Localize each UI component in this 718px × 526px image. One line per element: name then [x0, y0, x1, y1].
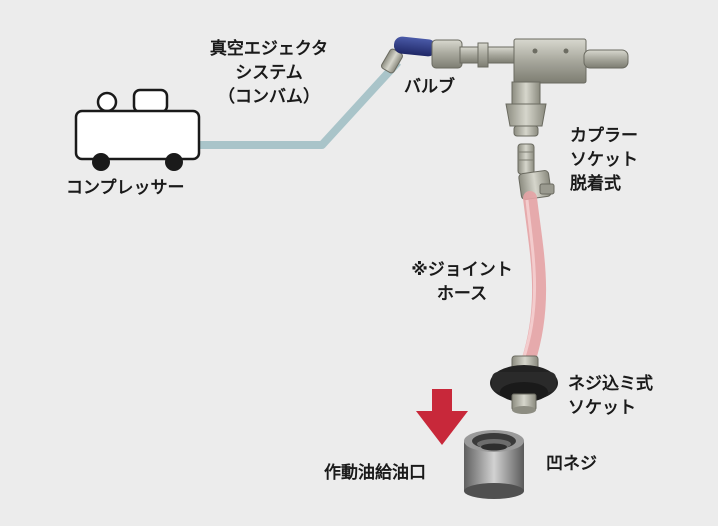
label-fill-port: 作動油給油口 [324, 463, 426, 483]
label-compressor: コンプレッサー [66, 178, 185, 198]
label-line: 脱着式 [570, 174, 621, 194]
label-line: ソケット [570, 150, 638, 170]
label-line: ネジ込ミ式 [568, 374, 653, 394]
down-arrow-icon [416, 389, 468, 445]
screw-socket-icon [490, 355, 558, 414]
compressor-icon [74, 88, 201, 171]
label-line: ※ジョイント [411, 260, 513, 280]
label-line: （コンバム） [218, 87, 320, 107]
label-line: カプラー [570, 126, 638, 146]
label-line: ホース [436, 284, 488, 304]
hose-icon [521, 191, 547, 369]
label-valve: バルブ [404, 77, 455, 97]
coupler-icon [517, 143, 555, 200]
label-line: ソケット [568, 398, 636, 418]
label-female-thread: 凹ネジ [546, 454, 597, 474]
label-joint-hose: ※ジョイント ホース [402, 258, 522, 306]
label-vacuum-ejector-system: 真空エジェクタ システム （コンバム） [200, 37, 338, 109]
label-screw-socket: ネジ込ミ式 ソケット [568, 372, 653, 420]
label-line: システム [235, 63, 303, 83]
valve-icon [381, 36, 629, 137]
label-line: 真空エジェクタ [209, 39, 329, 59]
female-thread-nut-icon [464, 430, 524, 499]
label-coupler-socket: カプラー ソケット 脱着式 [570, 124, 638, 196]
vacuum-line [200, 59, 401, 149]
